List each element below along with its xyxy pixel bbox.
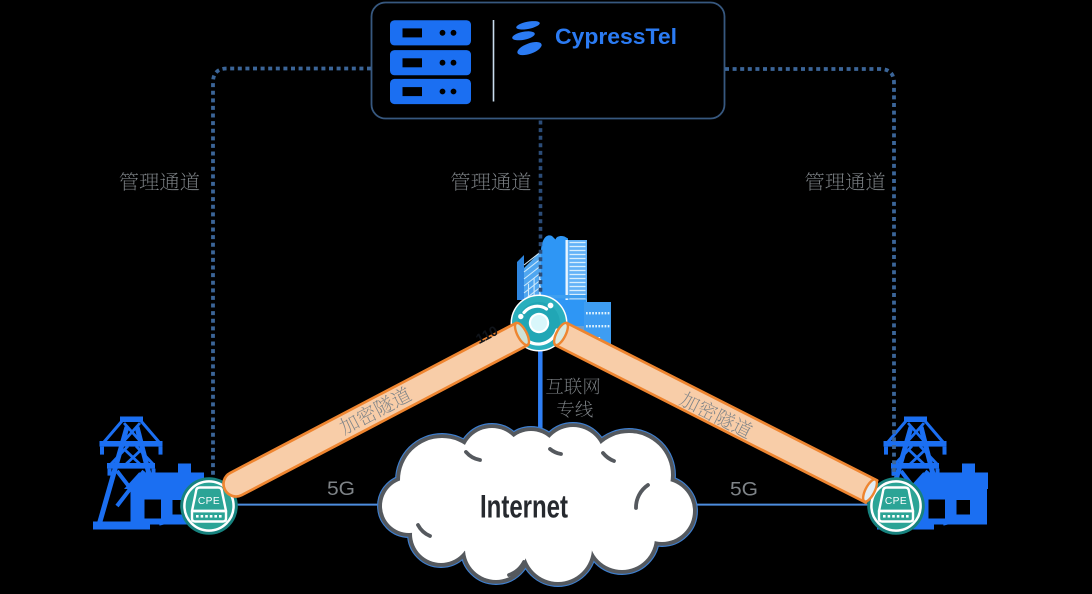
svg-text:CPE: CPE xyxy=(885,496,907,507)
svg-text:5G: 5G xyxy=(730,479,758,501)
svg-text:Internet: Internet xyxy=(480,488,568,524)
svg-text:5G: 5G xyxy=(327,478,355,500)
svg-text:CPE: CPE xyxy=(198,496,220,507)
svg-text:CypressTel: CypressTel xyxy=(555,24,677,49)
